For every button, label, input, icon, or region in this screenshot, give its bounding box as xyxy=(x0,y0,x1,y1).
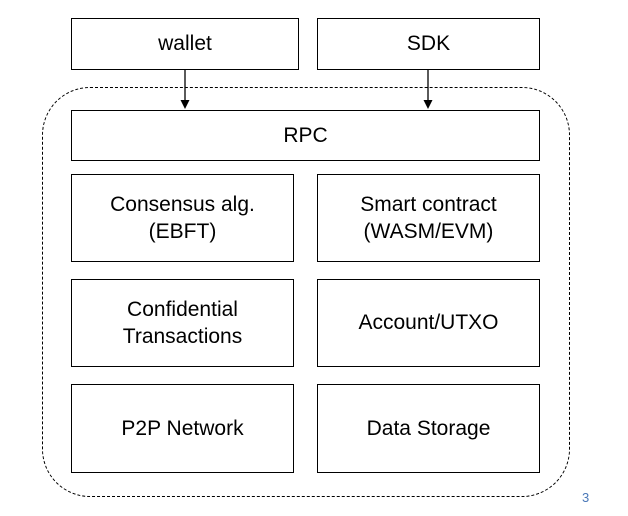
page-number: 3 xyxy=(582,490,590,505)
account-utxo-box: Account/UTXO xyxy=(317,279,540,367)
p2p-network-label: P2P Network xyxy=(121,416,244,440)
data-storage-label: Data Storage xyxy=(366,416,491,440)
account-utxo-label: Account/UTXO xyxy=(358,311,499,335)
core-system-boundary xyxy=(42,87,570,497)
smart-contract-box: Smart contract (WASM/EVM) xyxy=(317,174,540,262)
p2p-network-box: P2P Network xyxy=(71,384,294,473)
confidential-transactions-box: Confidential Transactions xyxy=(71,279,294,367)
data-storage-box: Data Storage xyxy=(317,384,540,473)
wallet-label: wallet xyxy=(158,32,212,56)
consensus-label: Consensus alg. (EBFT) xyxy=(110,192,255,243)
rpc-label: RPC xyxy=(283,123,328,147)
rpc-box: RPC xyxy=(71,110,540,161)
sdk-label: SDK xyxy=(406,32,451,56)
consensus-box: Consensus alg. (EBFT) xyxy=(71,174,294,262)
wallet-box: wallet xyxy=(71,18,299,70)
confidential-transactions-label: Confidential Transactions xyxy=(122,297,243,348)
smart-contract-label: Smart contract (WASM/EVM) xyxy=(360,192,497,243)
sdk-box: SDK xyxy=(317,18,540,70)
